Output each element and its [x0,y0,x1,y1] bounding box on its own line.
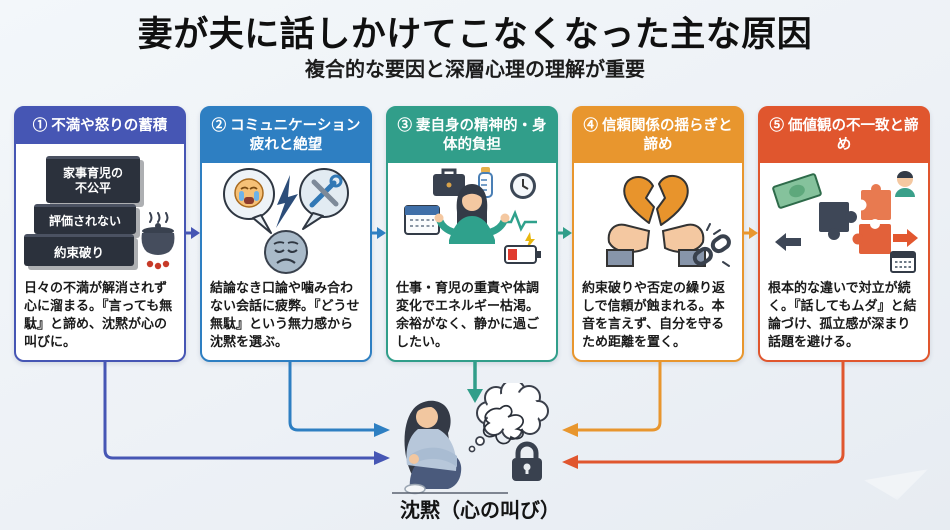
arrow-card5-to-silence [562,362,845,469]
tangled-thought-bubble-icon [468,379,549,453]
hands-holding-broken-heart-and-broken-chain-icon [574,163,742,280]
card-2-description: 結論なき口論や噛み合わない会話に疲弊。『どうせ無駄』という無力感から沈黙を選ぶ。 [210,280,360,350]
card-4-description: 約束破りや否定の繰り返しで信頼が蝕まれる。本音を言えず、自分を守るため距離を置く… [582,280,726,350]
mismatched-puzzle-money-and-diverging-arrows-icon [760,163,928,280]
card-5-title: ⑤ 価値観の不一致と諦め [760,108,928,163]
card-3-description: 仕事・育児の重責や体調変化でエネルギー枯渇。余裕がなく、静かに過ごしたい。 [396,280,540,350]
overloaded-woman-tasks-and-empty-battery-icon [388,163,556,280]
grievance-block-unfair-housework: 家事育児の 不公平 [46,155,140,203]
arrow-card1-to-silence [103,362,390,465]
cause-card-2: ② コミュニケーション疲れと絶望 [200,106,372,362]
cause-card-5: ⑤ 価値観の不一致と諦め [758,106,930,362]
sitting-woman-figure [392,400,508,495]
grievance-block-broken-promises: 約束破り [24,233,134,266]
silence-figure [360,379,600,513]
silence-label: 沈黙（心の叫び） [400,500,560,522]
lock-icon [512,441,542,481]
card-4-title: ④ 信頼関係の揺らぎと諦め [574,108,742,163]
stacked-grievance-blocks-and-boiling-pot-icon: 家事育児の 不公平 評価されない 約束破り [16,144,184,279]
card-3-title: ③ 妻自身の精神的・身体的負担 [388,108,556,163]
card-1-description: 日々の不満が解消されず心に溜まる。『言っても無駄』と諦め、沈黙が心の叫びに。 [24,280,173,350]
page-title: 妻が夫に話しかけてこなくなった主な原因 [137,15,813,54]
cause-card-3: ③ 妻自身の精神的・身体的負担 [386,106,558,362]
card-5-description: 根本的な違いで対立が続く。『話してもムダ』と結論づけ、孤立感が深まり話題を避ける… [768,280,917,350]
cause-card-4: ④ 信頼関係の揺らぎと諦め 約束破りや否定の繰り返しで信頼が蝕まれる。本音 [572,106,744,362]
card-1-title: ① 不満や怒りの蓄積 [16,108,184,144]
grievance-block-not-appreciated: 評価されない [34,203,136,234]
page-subtitle: 複合的な要因と深層心理の理解が重要 [305,59,645,81]
cause-card-1: ① 不満や怒りの蓄積 家事育児の 不公平 評価されない 約束破り [14,106,186,362]
sitting-woman-tangled-thoughts-and-lock-icon [392,379,549,495]
card-2-title: ② コミュニケーション疲れと絶望 [202,108,370,163]
argument-speech-bubbles-and-weary-face-icon [202,163,370,280]
cause-cards-row: ① 不満や怒りの蓄積 家事育児の 不公平 評価されない 約束破り [14,106,936,362]
boiling-pot-icon [141,211,175,269]
watermark [864,469,928,500]
